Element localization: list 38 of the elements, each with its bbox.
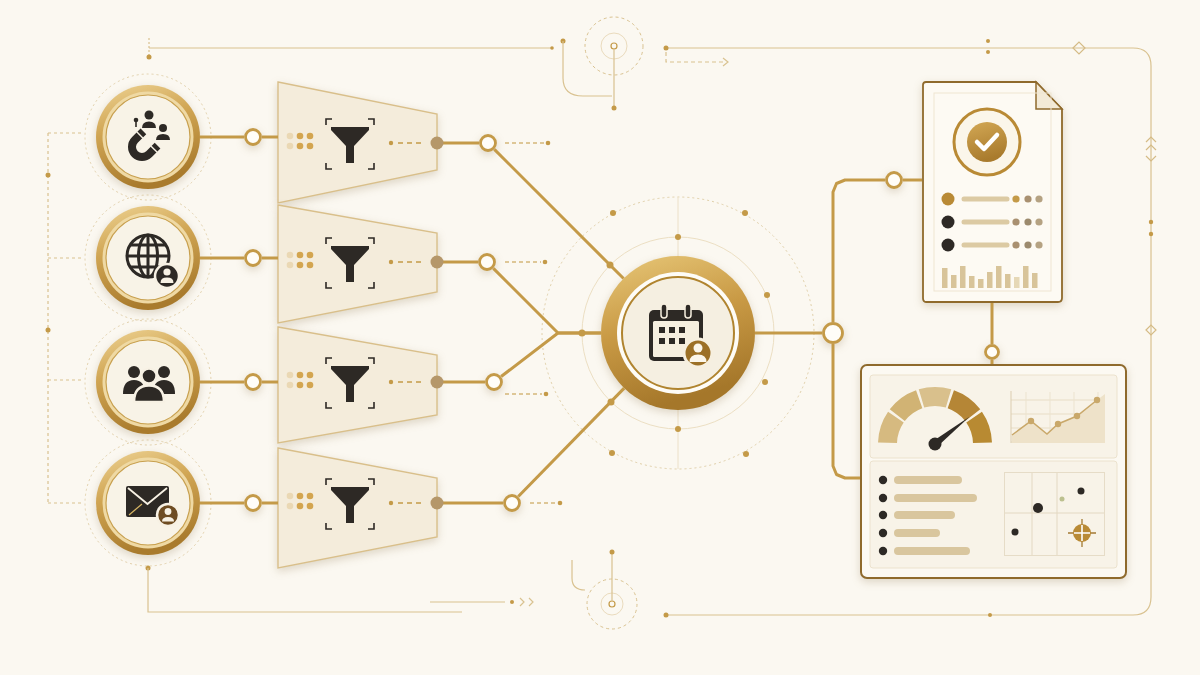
junction-circle xyxy=(822,322,844,344)
connector-line xyxy=(990,303,994,344)
funnel-panel xyxy=(278,448,437,568)
connector-line xyxy=(430,375,485,389)
junction-circle xyxy=(485,373,503,391)
connector-line xyxy=(262,135,278,139)
source-circle xyxy=(96,85,200,189)
funnel-panel xyxy=(278,205,437,323)
funnel-panel xyxy=(278,82,437,203)
connector-line xyxy=(430,255,478,269)
junction-circle xyxy=(885,171,903,189)
junction-circle xyxy=(503,494,521,512)
junction-circle xyxy=(984,344,1000,360)
connector-line xyxy=(430,496,503,510)
connector-line xyxy=(831,178,885,322)
connector-line xyxy=(262,256,278,260)
connector-line xyxy=(200,501,244,505)
connector-line xyxy=(430,136,479,150)
junction-circle xyxy=(478,253,496,271)
connector-line xyxy=(262,501,278,505)
connector-line xyxy=(990,360,994,364)
funnel-panel xyxy=(278,327,437,443)
junction-circle xyxy=(244,128,262,146)
connector-line xyxy=(831,344,860,480)
junction-circle xyxy=(479,134,497,152)
connector-line xyxy=(200,135,244,139)
connector-line xyxy=(262,380,278,384)
source-circle xyxy=(96,451,200,555)
junction-circle xyxy=(244,249,262,267)
connector-line xyxy=(903,178,922,182)
junction-circle xyxy=(244,494,262,512)
dashboard-panel xyxy=(860,364,1127,579)
junction-circle xyxy=(244,373,262,391)
connector-line xyxy=(200,256,244,260)
source-circle xyxy=(96,206,200,310)
source-circle xyxy=(96,330,200,434)
report-document xyxy=(922,81,1063,303)
connector-line xyxy=(200,380,244,384)
